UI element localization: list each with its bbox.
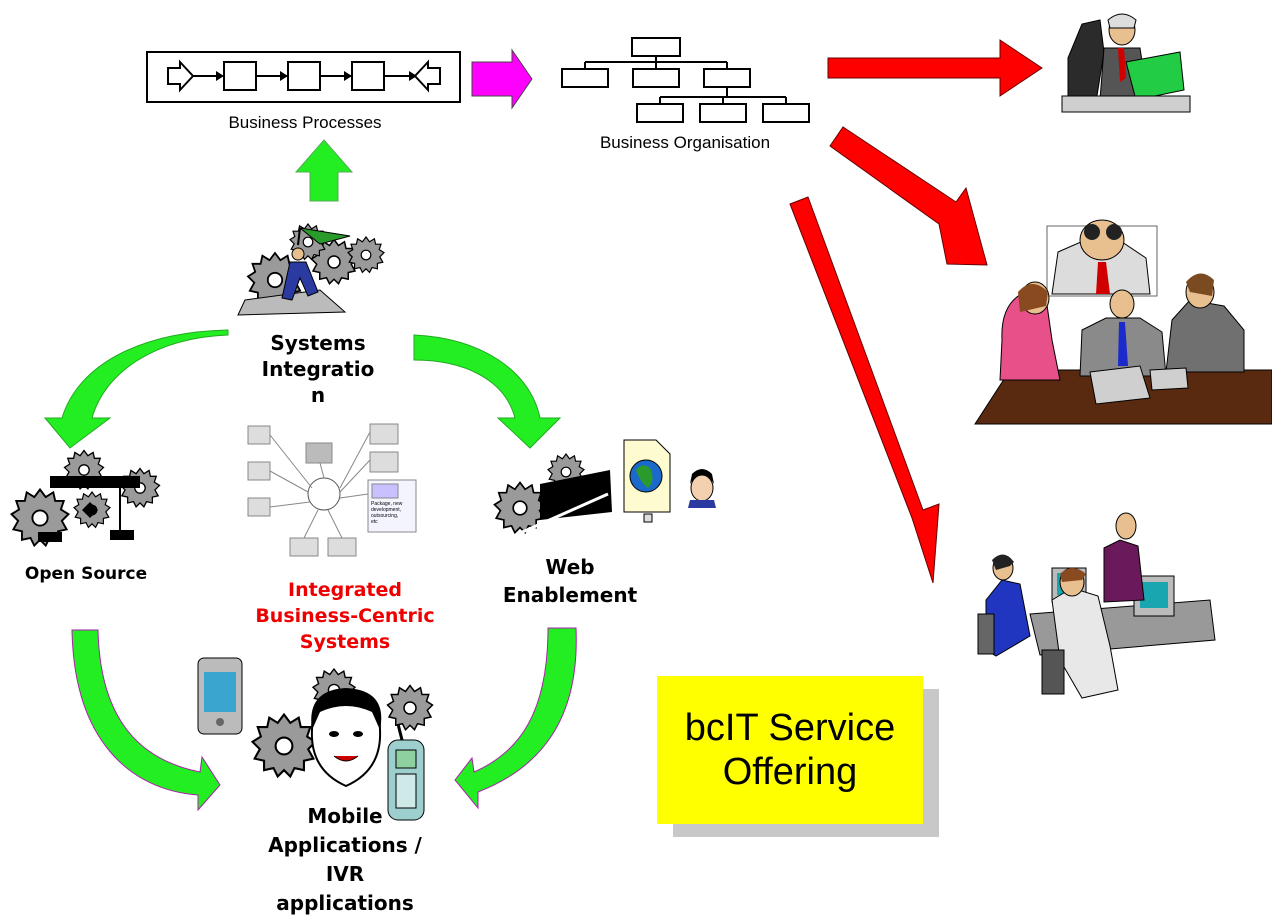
red-arrow-executive (827, 39, 1043, 97)
binoculars-man-icon (1046, 219, 1158, 297)
network-diagram-icon: Package, new development, outsourcing, e… (247, 423, 417, 557)
meeting-people-icon (974, 273, 1272, 425)
green-arrow-mobile-right (454, 627, 577, 810)
web-enablement-label: Web Enablement (502, 555, 638, 607)
web-enablement-clipart (493, 439, 716, 536)
service-offering-box: bcIT Service Offering (657, 676, 923, 824)
open-source-label: Open Source (24, 564, 148, 584)
red-arrow-workers (789, 196, 940, 584)
open-source-clipart (10, 449, 161, 547)
pda-icon (197, 657, 243, 735)
systems-integration-clipart (237, 223, 385, 316)
red-arrow-meeting (829, 126, 988, 266)
executive-reading-icon (1061, 13, 1191, 113)
green-arrow-open-source (43, 329, 229, 449)
business-processes-label: Business Processes (228, 113, 382, 132)
organisation-chart (561, 37, 810, 123)
mobile-clipart (197, 657, 434, 821)
magenta-arrow (471, 48, 533, 110)
network-note-text: Package, new development, outsourcing, e… (371, 501, 404, 525)
businessman-with-flag-icon (281, 227, 351, 301)
globe-document-icon (623, 439, 671, 523)
green-arrow-up (294, 139, 354, 202)
mobile-phone-icon (387, 723, 425, 821)
mobile-applications-label: Mobile Applications / IVR applications (268, 804, 422, 915)
computer-workers-icon (977, 512, 1216, 699)
business-organisation-label: Business Organisation (599, 133, 771, 152)
green-arrow-web (413, 334, 562, 449)
business-processes-diagram (146, 51, 461, 103)
systems-integration-label: Systems Integratio n (261, 331, 375, 407)
service-offering-text: bcIT Service Offering (684, 707, 896, 793)
integrated-systems-label: Integrated Business-Centric Systems (255, 579, 435, 653)
green-arrow-mobile-left (71, 629, 221, 812)
